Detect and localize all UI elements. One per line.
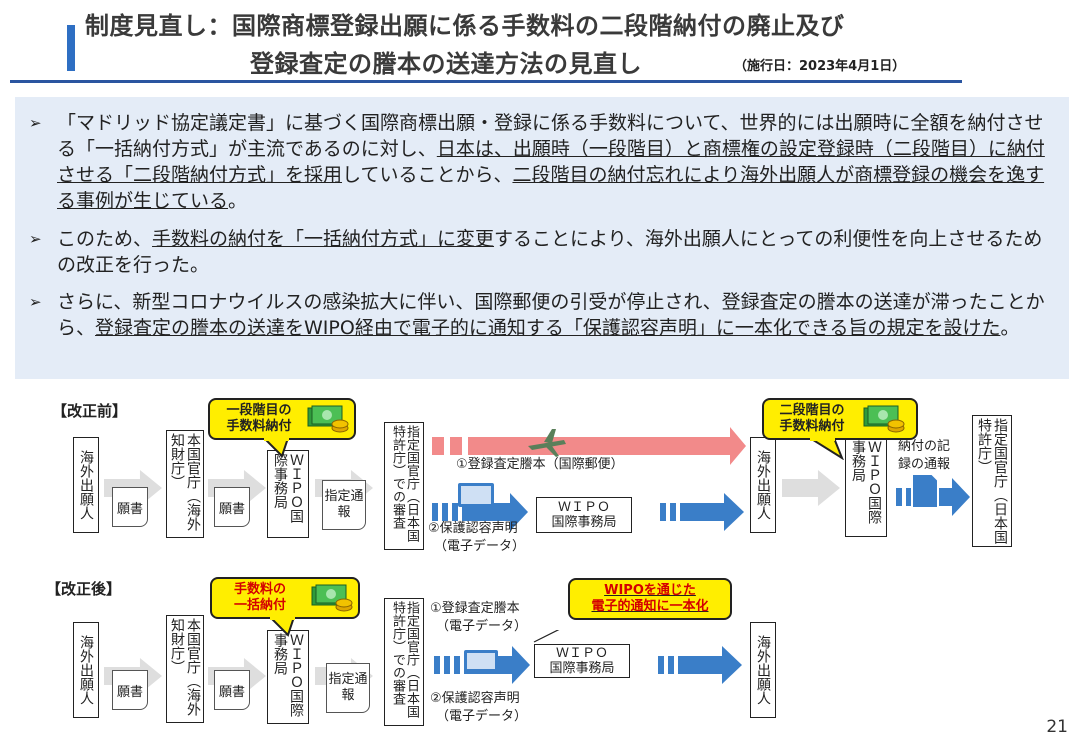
page-title-line1: 制度見直し：国際商標登録出願に係る手数料の二段階納付の廃止及び (85, 12, 845, 40)
before-designated-office-box: 指定国官庁（日本国特許庁）での審査 (384, 422, 424, 550)
after-route1-label-line2: （電子データ） (436, 619, 528, 634)
after-blue-dash-1 (434, 656, 440, 674)
blue-electronic-arrow-2 (680, 493, 744, 531)
blue-arrow-dash-7 (906, 488, 912, 506)
money-icon (307, 405, 349, 433)
before-route1-label: ①登録査定謄本（国際郵便） (456, 457, 624, 472)
after-callout1-line1: 手数料の (233, 582, 286, 597)
bullet-2-text-b: することにより、海外出願人にとっての利便性を向上させるための改正を行った。 (57, 228, 1043, 276)
before-application-doc-1: 願書 (112, 487, 148, 527)
before-application-doc-2: 願書 (214, 487, 250, 527)
before-wipo-box: ＷＩＰＯ国際事務局 (267, 450, 309, 538)
computer-icon (458, 483, 494, 511)
red-arrow-dash-2 (450, 437, 462, 455)
after-home-office-box: 本国官庁（海外知財庁） (166, 615, 204, 723)
before-designation-notice-doc: 指定通報 (322, 480, 366, 530)
after-callout2-line2: 電子的通知に一本化 (591, 599, 709, 614)
after-wipo-mid-box: ＷＩＰＯ 国際事務局 (534, 644, 630, 678)
after-route2-label-line2: （電子データ） (436, 709, 528, 724)
before-designated-office-box-2: 指定国官庁（日本国特許庁） (972, 415, 1012, 547)
before-callout1-tail (262, 438, 290, 458)
after-blue-dash-5 (668, 656, 674, 674)
bullet-1-underline-a: 日本は、出願時（一段階目）と商標権の設定登録時（二段階目）に納付させる「二段階納… (57, 138, 1045, 186)
before-wipo-box-2: ＷＩＰＯ国際事務局 (845, 437, 887, 537)
after-wipo-mid-line2: 国際事務局 (549, 661, 615, 676)
blue-arrow-dash-5 (670, 503, 676, 521)
bullet-arrow-icon: ➢ (29, 293, 42, 311)
after-designation-notice-doc: 指定通報 (326, 663, 370, 713)
summary-panel (15, 97, 1069, 379)
money-icon-2 (863, 405, 905, 433)
header-divider (10, 80, 962, 83)
bullet-1-underline-b: 二段階目の納付忘れにより海外出願人が商標登録の機会を逸する事例が生じている (57, 164, 1045, 212)
airplane-icon (528, 429, 566, 457)
red-arrow-dash-1 (432, 437, 444, 455)
before-flow-arrow-4 (782, 470, 840, 506)
bullet-arrow-icon: ➢ (29, 114, 42, 132)
before-payment-notice-line2: 録の通報 (898, 457, 951, 472)
before-home-office-box: 本国官庁（海外知財庁） (166, 430, 204, 538)
after-application-doc-2: 願書 (214, 670, 250, 710)
before-callout2-tail (808, 438, 844, 460)
red-mail-arrow (468, 427, 746, 465)
bullet-2-underline: 手数料の納付を「一括納付方式」に変更 (152, 228, 495, 250)
before-notice-arrow-graphic (896, 473, 970, 516)
after-routes-graphic (434, 630, 742, 684)
page-title-line2: 登録査定の謄本の送達方法の見直し (250, 50, 642, 78)
after-callout1-tail (268, 617, 296, 637)
after-wipo-mid-line1: ＷＩＰＯ (555, 646, 608, 661)
blue-arrow-dash-1 (432, 503, 438, 521)
before-callout2-line2: 手数料納付 (779, 419, 845, 434)
bullet-arrow-icon: ➢ (29, 230, 42, 248)
before-payment-notice-line1: 納付の記 (898, 439, 951, 454)
computer-icon (464, 650, 498, 672)
after-blue-dash-2 (444, 656, 450, 674)
before-wipo-mid-line1: ＷＩＰＯ (557, 500, 610, 515)
bullet-1-text-b: していることから、 (342, 164, 513, 186)
after-callout-unified-notice: WIPOを通じた 電子的通知に一本化 (568, 578, 732, 620)
blue-arrow-dash-6 (896, 488, 902, 506)
before-route2-label-line1: ②保護認容声明 (428, 521, 518, 536)
page-number: 21 (1046, 717, 1068, 737)
after-callout2-line1: WIPOを通じた (604, 583, 696, 598)
after-route2-label-line1: ②保護認容声明 (430, 691, 520, 706)
after-route1-label-line1: ①登録査定謄本 (430, 601, 520, 616)
blue-arrow-dash-4 (660, 503, 666, 521)
after-blue-dash-4 (658, 656, 664, 674)
blue-notice-arrow (916, 478, 970, 516)
before-routes-graphic (432, 427, 746, 531)
title-accent-bar (67, 25, 75, 71)
bullet-3-text-b: 。 (1000, 317, 1020, 339)
blue-electronic-arrow-1 (462, 493, 528, 531)
bullet-2-text-a: このため、 (57, 228, 153, 250)
before-callout1-line2: 手数料納付 (226, 419, 292, 434)
before-applicant-box: 海外出願人 (73, 437, 99, 533)
after-wipo-box: ＷＩＰＯ国際事務局 (267, 630, 309, 724)
blue-arrow-dash-2 (442, 503, 448, 521)
before-wipo-mid-line2: 国際事務局 (551, 515, 617, 530)
bullet-1-text-c: 。 (228, 190, 248, 212)
after-application-doc-1: 願書 (112, 670, 148, 710)
bullet-3-text-a: さらに、新型コロナウイルスの感染拡大に伴い、国際郵便の引受が停止され、登録査定の… (57, 291, 1045, 339)
after-blue-arrow-2 (678, 646, 742, 684)
bullet-3-underline: 登録査定の謄本の送達をWIPO経由で電子的に通知する「保護認容声明」に一本化でき… (95, 317, 1001, 339)
after-designated-office-box: 指定国官庁（日本国特許庁）での審査 (384, 598, 424, 726)
after-callout1-line2: 一括納付 (233, 598, 286, 613)
money-icon-3 (311, 584, 353, 612)
after-applicant-box: 海外出願人 (73, 622, 99, 718)
blue-arrow-dash-3 (452, 503, 458, 521)
before-wipo-mid-box: ＷＩＰＯ 国際事務局 (536, 497, 632, 533)
before-route2-label-line2: （電子データ） (434, 539, 526, 554)
callout-pointer-line (533, 630, 560, 643)
before-section-label: 【改正前】 (52, 402, 128, 420)
after-section-label: 【改正後】 (46, 580, 122, 598)
before-callout1-line1: 一段階目の (226, 403, 292, 418)
document-icon (911, 473, 939, 509)
effective-date: （施行日：2023年4月1日） (734, 59, 906, 74)
before-callout2-line1: 二段階目の (779, 403, 845, 418)
after-blue-dash-3 (454, 656, 460, 674)
bullet-1-text-a: 「マドリッド協定議定書」に基づく国際商標出願・登録に係る手数料について、世界的に… (57, 112, 1044, 160)
before-applicant-box-2: 海外出願人 (750, 437, 776, 533)
after-applicant-box-2: 海外出願人 (750, 622, 776, 718)
